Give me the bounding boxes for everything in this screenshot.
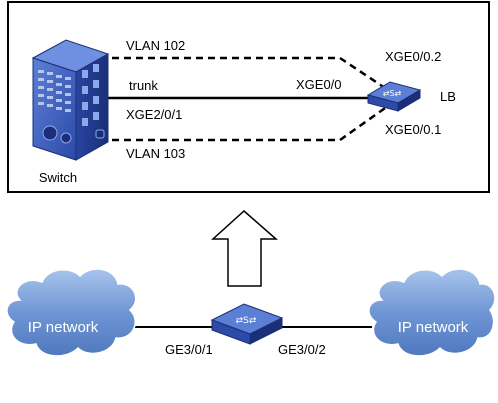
left-port-label: GE3/0/1 (165, 342, 213, 357)
middle-device-icon: ⇄S⇄ (210, 303, 284, 345)
lb-port-main-label: XGE0/0 (296, 77, 342, 92)
up-arrow-icon (211, 209, 278, 287)
vlan-103-link (100, 104, 389, 142)
svg-text:⇄S⇄: ⇄S⇄ (236, 316, 257, 326)
lb-label: LB (440, 89, 456, 104)
switch-label: Switch (39, 170, 77, 185)
trunk-label: trunk (129, 78, 158, 93)
lb-port-top-label: XGE0/0.2 (385, 49, 441, 64)
vlan-103-label: VLAN 103 (126, 146, 185, 161)
right-cloud-label: IP network (398, 319, 469, 336)
switch-port-label: XGE2/0/1 (126, 107, 182, 122)
vlan-102-link (100, 56, 389, 92)
lb-device-icon: ⇄S⇄ (366, 81, 422, 112)
switch-icon (31, 39, 110, 161)
left-cloud-icon (6, 268, 137, 357)
left-cloud-label: IP network (28, 319, 99, 336)
right-cloud-icon (368, 268, 496, 357)
right-port-label: GE3/0/2 (278, 342, 326, 357)
lb-port-bottom-label: XGE0/0.1 (385, 122, 441, 137)
vlan-102-label: VLAN 102 (126, 38, 185, 53)
svg-text:⇄S⇄: ⇄S⇄ (383, 89, 402, 98)
